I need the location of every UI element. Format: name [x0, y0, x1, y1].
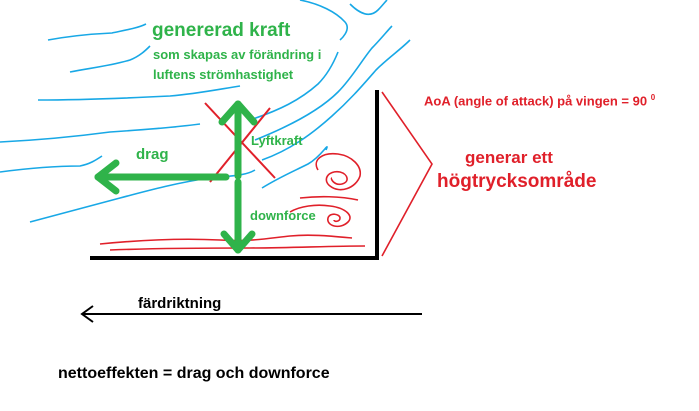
- diagram-title: genererad kraft: [152, 20, 291, 41]
- direction-arrow: [80, 305, 422, 323]
- drag-arrow-head: [94, 159, 120, 195]
- drag-label: drag: [136, 146, 169, 163]
- aoa-text: AoA (angle of attack) på vingen = 90: [424, 93, 648, 109]
- airflow-line: [261, 146, 328, 189]
- pressure-swirl: [289, 204, 351, 228]
- airflow-line: [249, 51, 339, 121]
- airflow-line: [47, 23, 147, 41]
- airflow-line: [0, 155, 103, 173]
- pressure-streak: [109, 245, 366, 251]
- subtitle-line-1: som skapas av förändring i: [153, 47, 322, 62]
- airflow-lines: [0, 0, 411, 223]
- lift-arrow-head: [218, 100, 258, 126]
- airflow-line: [0, 123, 201, 143]
- downforce-arrow-head: [220, 230, 256, 254]
- high-pressure-label-line-2: högtrycksområde: [437, 171, 597, 192]
- force-arrows: [94, 100, 258, 254]
- lift-label: Lyftkraft: [251, 133, 303, 148]
- downforce-label: downforce: [250, 208, 316, 223]
- airflow-line: [261, 39, 411, 161]
- wing: [90, 90, 379, 260]
- pressure-swirl: [315, 152, 362, 191]
- direction-label: färdriktning: [138, 295, 222, 312]
- subtitle-line-2: luftens strömhastighet: [153, 67, 294, 82]
- high-pressure-label-line-1: generar ett: [465, 148, 553, 167]
- aoa-label: AoA (angle of attack) på vingen = 90 0: [424, 93, 655, 108]
- airflow-line: [349, 0, 388, 16]
- airflow-line: [299, 0, 348, 41]
- airflow-line: [29, 169, 256, 223]
- airflow-line: [69, 45, 151, 73]
- pressure-region-outline: [381, 91, 433, 257]
- direction-arrow-head: [80, 305, 94, 323]
- airflow-line: [254, 25, 393, 141]
- pressure-swirl: [299, 195, 359, 201]
- aoa-degree: 0: [650, 93, 656, 102]
- net-effect-caption: nettoeffekten = drag och downforce: [58, 365, 330, 382]
- airflow-line: [37, 85, 241, 101]
